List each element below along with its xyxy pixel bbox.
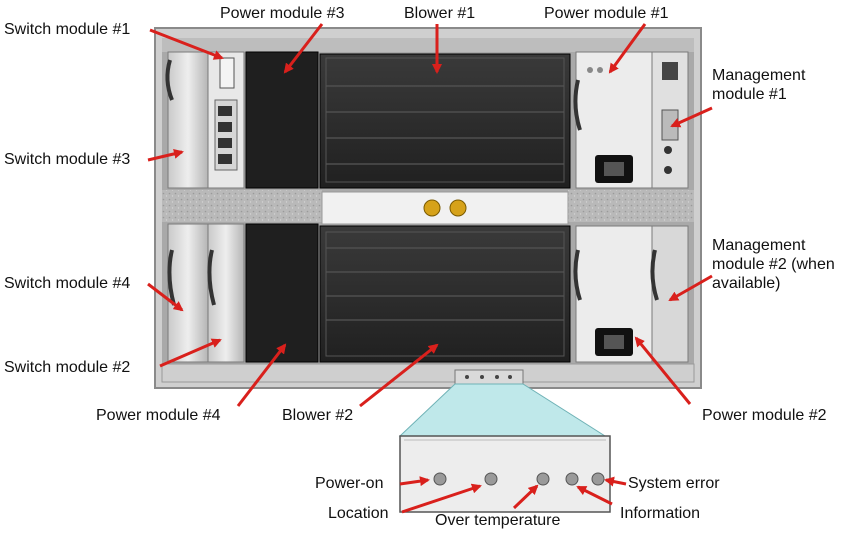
callout-arrows xyxy=(147,23,713,514)
arrow-power-module-2 xyxy=(634,336,692,405)
switch-module-1-connector xyxy=(219,57,235,89)
location-led xyxy=(484,472,498,486)
power-module-2-latch xyxy=(573,249,582,301)
middle-rail-left xyxy=(162,190,322,222)
switch-latch xyxy=(165,59,174,101)
label-power-module-3: Power module #3 xyxy=(220,5,345,22)
led xyxy=(508,375,512,379)
label-blower-2: Blower #2 xyxy=(282,407,354,424)
label-switch-module-3: Switch module #3 xyxy=(4,151,131,168)
power-module-1-led xyxy=(597,67,603,73)
arrow-over-temperature xyxy=(512,484,539,510)
port xyxy=(218,106,232,116)
led xyxy=(480,375,484,379)
label-power-module-4: Power module #4 xyxy=(96,407,221,424)
blower-1-louvers xyxy=(326,85,564,165)
arrow-switch-module-4 xyxy=(147,282,184,312)
power-module-4-slot xyxy=(245,223,319,363)
top-rail xyxy=(162,38,694,52)
arrow-blower-2 xyxy=(359,343,439,408)
label-switch-module-4: Switch module #4 xyxy=(4,275,131,292)
blower-latch xyxy=(449,199,467,217)
middle-rail-right xyxy=(568,190,694,222)
port xyxy=(218,154,232,164)
switch-module-4-slot xyxy=(167,223,209,363)
arrow-power-on xyxy=(399,476,430,487)
led xyxy=(495,375,499,379)
arrow-management-module-2 xyxy=(668,274,713,302)
management-module-1-port xyxy=(662,62,678,80)
led xyxy=(465,375,469,379)
blower-2-door xyxy=(325,231,565,357)
switch-latch xyxy=(207,249,216,306)
arrow-power-module-3 xyxy=(283,23,324,74)
blower-bay-cover xyxy=(321,191,569,225)
information-led xyxy=(565,472,579,486)
led-callout-beam xyxy=(398,383,607,437)
system-error-led xyxy=(591,472,605,486)
power-module-1-latch xyxy=(573,79,582,131)
label-management-module-1: Management module #1 xyxy=(712,67,806,103)
switch-module-3-slot xyxy=(167,51,209,189)
label-management-module-2: Management module #2 (when available) xyxy=(712,237,835,292)
arrow-power-module-1 xyxy=(608,23,647,74)
arrow-switch-module-2 xyxy=(159,338,222,368)
label-switch-module-2: Switch module #2 xyxy=(4,359,131,376)
management-module-1-connector xyxy=(664,166,672,174)
label-blower-1: Blower #1 xyxy=(404,5,476,22)
blower-1-door xyxy=(325,57,565,183)
label-system-error: System error xyxy=(628,475,720,492)
arrow-power-module-4 xyxy=(236,343,287,407)
label-power-module-2: Power module #2 xyxy=(702,407,827,424)
over-temperature-led xyxy=(536,472,550,486)
management-module-1-connector xyxy=(664,146,672,154)
label-power-on: Power-on xyxy=(315,475,384,492)
port xyxy=(218,122,232,132)
arrow-location xyxy=(401,483,482,514)
switch-module-1-ports xyxy=(214,99,238,171)
label-location: Location xyxy=(328,505,389,522)
power-module-1-led xyxy=(587,67,593,73)
arrow-switch-module-1 xyxy=(149,28,224,60)
label-switch-module-1: Switch module #1 xyxy=(4,21,131,38)
port xyxy=(218,138,232,148)
label-information: Information xyxy=(620,505,701,522)
blower-2-slot xyxy=(319,225,571,363)
arrow-system-error xyxy=(604,476,627,487)
power-module-2-inlet-pins xyxy=(604,335,624,349)
blower-2-louvers xyxy=(326,247,564,321)
management-module-2-latch xyxy=(650,249,659,301)
power-module-1-inlet-pins xyxy=(604,162,624,176)
arrow-information xyxy=(576,485,613,506)
arrow-management-module-1 xyxy=(670,106,713,128)
switch-latch xyxy=(167,249,176,306)
label-over-temperature: Over temperature xyxy=(435,512,561,529)
label-power-module-1: Power module #1 xyxy=(544,5,669,22)
bottom-rail xyxy=(161,363,695,383)
power-on-led xyxy=(433,472,447,486)
power-module-3-slot xyxy=(245,51,319,189)
blower-1-slot xyxy=(319,53,571,189)
arrow-switch-module-3 xyxy=(147,148,184,162)
blower-latch xyxy=(423,199,441,217)
